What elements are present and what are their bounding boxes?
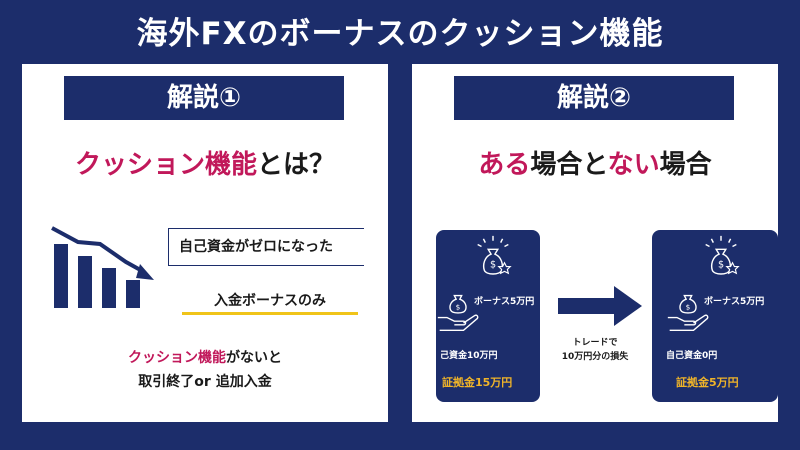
svg-text:$: $ xyxy=(718,260,724,271)
money-bag-star-icon: $ xyxy=(477,235,512,275)
panel-heading-1: 解説① xyxy=(64,76,344,120)
zero-funds-label: 自己資金がゼロになった xyxy=(168,228,364,266)
loss-line-2: 10万円分の損失 xyxy=(561,352,629,362)
subtitle-rest: とは？ xyxy=(257,150,336,180)
after-loss-card: $ ボーナス5万円 $ 自己資金0円 証拠金5万円 xyxy=(652,230,778,402)
svg-text:$: $ xyxy=(686,302,691,311)
panel-heading-2: 解説② xyxy=(454,76,734,120)
card1-bonus-label: ボーナス5万円 xyxy=(474,297,535,307)
card2-margin-label: 証拠金5万円 xyxy=(676,376,739,389)
subtitle-accent-1: ある xyxy=(478,150,531,180)
bonus-underline xyxy=(182,312,358,315)
money-hand-icon: $ xyxy=(437,294,479,332)
note-line-2: 取引終了or 追加入金 xyxy=(138,374,272,390)
note-rest: がないと xyxy=(226,350,282,366)
card2-bonus-label: ボーナス5万円 xyxy=(704,297,765,307)
subtitle-accent-2: ない xyxy=(607,150,660,180)
explanation-panel-1: 解説① クッション機能とは？ 自己資金がゼロになった 入金ボーナスのみ クッショ… xyxy=(22,64,388,422)
with-bonus-card: $ ボーナス5万円 $ 己資金10万円 証拠金15万円 xyxy=(436,230,540,402)
bonus-only-label: 入金ボーナスのみ xyxy=(214,293,326,309)
subtitle-accent: クッション機能 xyxy=(74,150,257,180)
money-bag-star-icon: $ xyxy=(705,235,740,275)
right-arrow-icon xyxy=(558,286,642,326)
subtitle-rest-1: 場合と xyxy=(530,150,608,180)
note-line-1: クッション機能がないと xyxy=(22,346,388,370)
loss-note: トレードで 10万円分の損失 xyxy=(540,336,650,364)
svg-text:$: $ xyxy=(456,302,461,311)
card2-own-funds-label: 自己資金0円 xyxy=(666,351,718,361)
loss-line-1: トレードで xyxy=(572,338,618,348)
card1-margin-label: 証拠金15万円 xyxy=(442,376,513,389)
note-accent: クッション機能 xyxy=(128,350,226,366)
svg-text:$: $ xyxy=(490,260,496,271)
subtitle-rest-2: 場合 xyxy=(659,150,712,180)
panel-subtitle-1: クッション機能とは？ xyxy=(22,144,388,181)
explanation-panel-2: 解説② ある場合とない場合 $ ボーナス5万円 $ 己資金10万円 証拠金15万… xyxy=(412,64,778,422)
panel-note-1: クッション機能がないと 取引終了or 追加入金 xyxy=(22,346,388,394)
page-title: 海外FXのボーナスのクッション機能 xyxy=(136,16,664,52)
money-hand-icon: $ xyxy=(667,294,709,332)
card1-own-funds-label: 己資金10万円 xyxy=(440,351,498,361)
declining-chart-icon xyxy=(50,224,154,308)
panel-subtitle-2: ある場合とない場合 xyxy=(412,144,778,181)
